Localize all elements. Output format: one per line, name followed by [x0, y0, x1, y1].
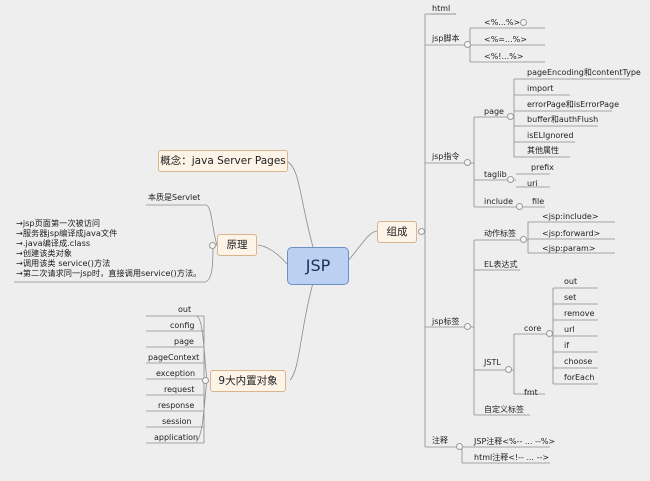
connector-objects-items	[146, 315, 208, 444]
connector-tags-branches	[468, 239, 530, 416]
page-item: import	[527, 84, 554, 93]
include-item: file	[532, 197, 545, 206]
action-tags: 动作标签	[484, 229, 516, 238]
principle-step: →jsp页面第一次被访问	[16, 218, 101, 228]
tags-node: jsp标签	[432, 317, 460, 326]
connector-center-concept	[287, 161, 314, 248]
connector-center-compose	[346, 230, 378, 263]
object-item: out	[178, 305, 192, 314]
taglib-collapse-toggle[interactable]	[507, 176, 514, 183]
taglib-item: prefix	[531, 163, 554, 172]
page-item: pageEncoding和contentType	[527, 68, 641, 77]
comment-node: 注释	[432, 436, 448, 445]
action-item: <jsp:include>	[542, 212, 599, 221]
directive-collapse-toggle[interactable]	[464, 159, 471, 166]
script-item: <%...%>	[484, 18, 521, 27]
object-item: application	[154, 433, 199, 442]
core-collapse-toggle[interactable]	[546, 330, 553, 337]
compose-topic[interactable]: 组成	[377, 221, 417, 243]
core-item: out	[564, 277, 578, 286]
objects-collapse-toggle[interactable]	[202, 377, 209, 384]
action-item: <jsp:forward>	[542, 229, 601, 238]
core-item: set	[564, 293, 577, 302]
directive-taglib: taglib	[484, 170, 507, 179]
object-item: response	[158, 401, 195, 410]
action-collapse-toggle[interactable]	[520, 236, 527, 243]
script-item-toggle[interactable]	[520, 19, 527, 26]
connector-center-principle	[257, 244, 288, 265]
include-collapse-toggle[interactable]	[516, 203, 523, 210]
script-collapse-toggle[interactable]	[464, 41, 471, 48]
page-collapse-toggle[interactable]	[507, 113, 514, 120]
jstl-fmt: fmt	[524, 388, 538, 397]
el-expression: EL表达式	[484, 260, 518, 269]
page-item: errorPage和isErrorPage	[527, 100, 619, 109]
object-item: request	[164, 385, 195, 394]
jstl-core: core	[524, 324, 542, 333]
core-item: url	[564, 325, 575, 334]
object-item: page	[174, 337, 194, 346]
directive-page: page	[484, 107, 504, 116]
jstl-node: JSTL	[484, 358, 501, 367]
object-item: session	[162, 417, 192, 426]
principle-essence: 本质是Servlet	[148, 193, 201, 202]
comment-item: JSP注释<%-- ... --%>	[474, 437, 556, 446]
jstl-collapse-toggle[interactable]	[505, 366, 512, 373]
page-item: buffer和authFlush	[527, 115, 599, 124]
core-item: choose	[564, 357, 593, 366]
core-item: forEach	[564, 373, 595, 382]
comment-item: html注释<!-- ... -->	[474, 453, 550, 462]
tags-collapse-toggle[interactable]	[464, 323, 471, 330]
taglib-item: uri	[527, 179, 538, 188]
connector-center-objects	[289, 282, 314, 381]
page-item: isELIgnored	[527, 131, 574, 140]
compose-collapse-toggle[interactable]	[418, 228, 425, 235]
script-item: <%!...%>	[484, 52, 524, 61]
principle-topic[interactable]: 原理	[217, 234, 257, 256]
principle-step: →第二次请求同一jsp时，直接调用service()方法。	[16, 268, 202, 278]
connector-principle-essence	[146, 204, 218, 246]
concept-topic[interactable]: 概念：java Server Pages	[158, 150, 288, 172]
center-topic-jsp[interactable]: JSP	[287, 247, 349, 285]
connector-directive-branches	[468, 116, 510, 208]
object-item: config	[170, 321, 195, 330]
html-node: html	[432, 4, 451, 13]
object-item: exception	[156, 369, 196, 378]
directive-node: jsp指令	[432, 152, 460, 161]
action-item: <jsp:param>	[542, 244, 596, 253]
core-item: remove	[564, 309, 595, 318]
connector-jstl-branches	[508, 333, 545, 395]
comment-collapse-toggle[interactable]	[456, 443, 463, 450]
principle-step: →.java编译成.class	[16, 238, 91, 248]
principle-collapse-toggle[interactable]	[209, 242, 216, 249]
page-item: 其他属性	[527, 146, 559, 155]
script-item: <%=...%>	[484, 35, 527, 44]
directive-include: include	[484, 197, 513, 206]
object-item: pageContext	[148, 353, 200, 362]
principle-step: →创建该类对象	[16, 248, 72, 258]
core-item: if	[564, 341, 570, 350]
custom-tags: 自定义标签	[484, 405, 524, 414]
principle-step: →调用该类 service()方法	[16, 258, 111, 268]
objects-topic[interactable]: 9大内置对象	[210, 370, 286, 392]
principle-step: →服务器jsp编译成java文件	[16, 228, 118, 238]
script-node: jsp脚本	[432, 34, 460, 43]
